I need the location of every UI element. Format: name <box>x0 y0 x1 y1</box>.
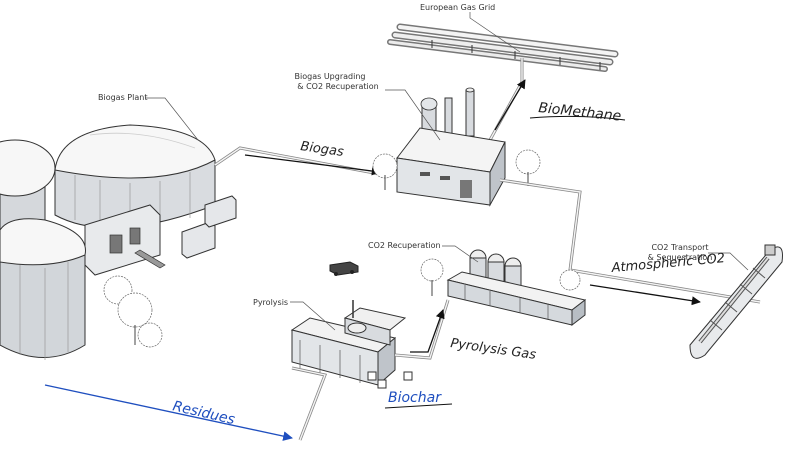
label-co2-transport-2: & Sequestration <box>648 253 713 262</box>
residues-pipe <box>291 366 328 441</box>
co2-recuperation-unit <box>446 249 587 327</box>
co2-transport-leader <box>708 252 749 271</box>
label-biogas-upgrading-1: Biogas Upgrading <box>295 72 366 81</box>
biomethane-arrow <box>494 79 526 131</box>
flow-biomethane: BioMethane <box>538 100 622 125</box>
biomethane-underline <box>529 115 626 121</box>
biogas-arrow <box>244 154 381 176</box>
biogas-plant <box>0 124 237 360</box>
co2-ship <box>689 244 783 359</box>
gas-grid-pipes <box>387 23 619 72</box>
residues-arrow <box>44 384 293 441</box>
label-co2-recuperation: CO2 Recuperation <box>368 241 441 250</box>
atmospheric-co2-arrow <box>589 284 701 306</box>
trees-upgrading <box>372 149 541 190</box>
biogas-plant-leader <box>145 97 199 141</box>
co2-pipe-upgrading <box>499 178 761 304</box>
pyrolysis-gas-pipe <box>394 299 450 360</box>
co2-recup-leader <box>442 245 479 263</box>
truck <box>329 261 359 276</box>
flow-biogas: Biogas <box>299 139 344 160</box>
trees-left <box>103 275 163 348</box>
upgrading-leader <box>385 89 441 141</box>
biochar-underline <box>384 403 453 409</box>
flow-biochar: Biochar <box>388 390 442 406</box>
label-co2-transport-1: CO2 Transport <box>651 243 708 252</box>
flow-pyrolysis-gas: Pyrolysis Gas <box>449 336 537 363</box>
biomethane-pipe <box>488 58 524 141</box>
trees-co2 <box>420 258 581 296</box>
pyrolysis-unit <box>290 300 413 389</box>
biogas-upgrading-building <box>396 87 506 207</box>
label-biogas-plant: Biogas Plant <box>98 93 147 102</box>
pyrolysis-gas-arrow <box>410 309 445 353</box>
flow-residues: Residues <box>171 398 236 428</box>
gas-grid-leader <box>469 12 521 53</box>
label-european-gas-grid: European Gas Grid <box>420 3 495 12</box>
label-pyrolysis: Pyrolysis <box>253 298 288 307</box>
pyrolysis-leader <box>290 301 336 331</box>
label-biogas-upgrading-2: & CO2 Recuperation <box>297 82 378 91</box>
